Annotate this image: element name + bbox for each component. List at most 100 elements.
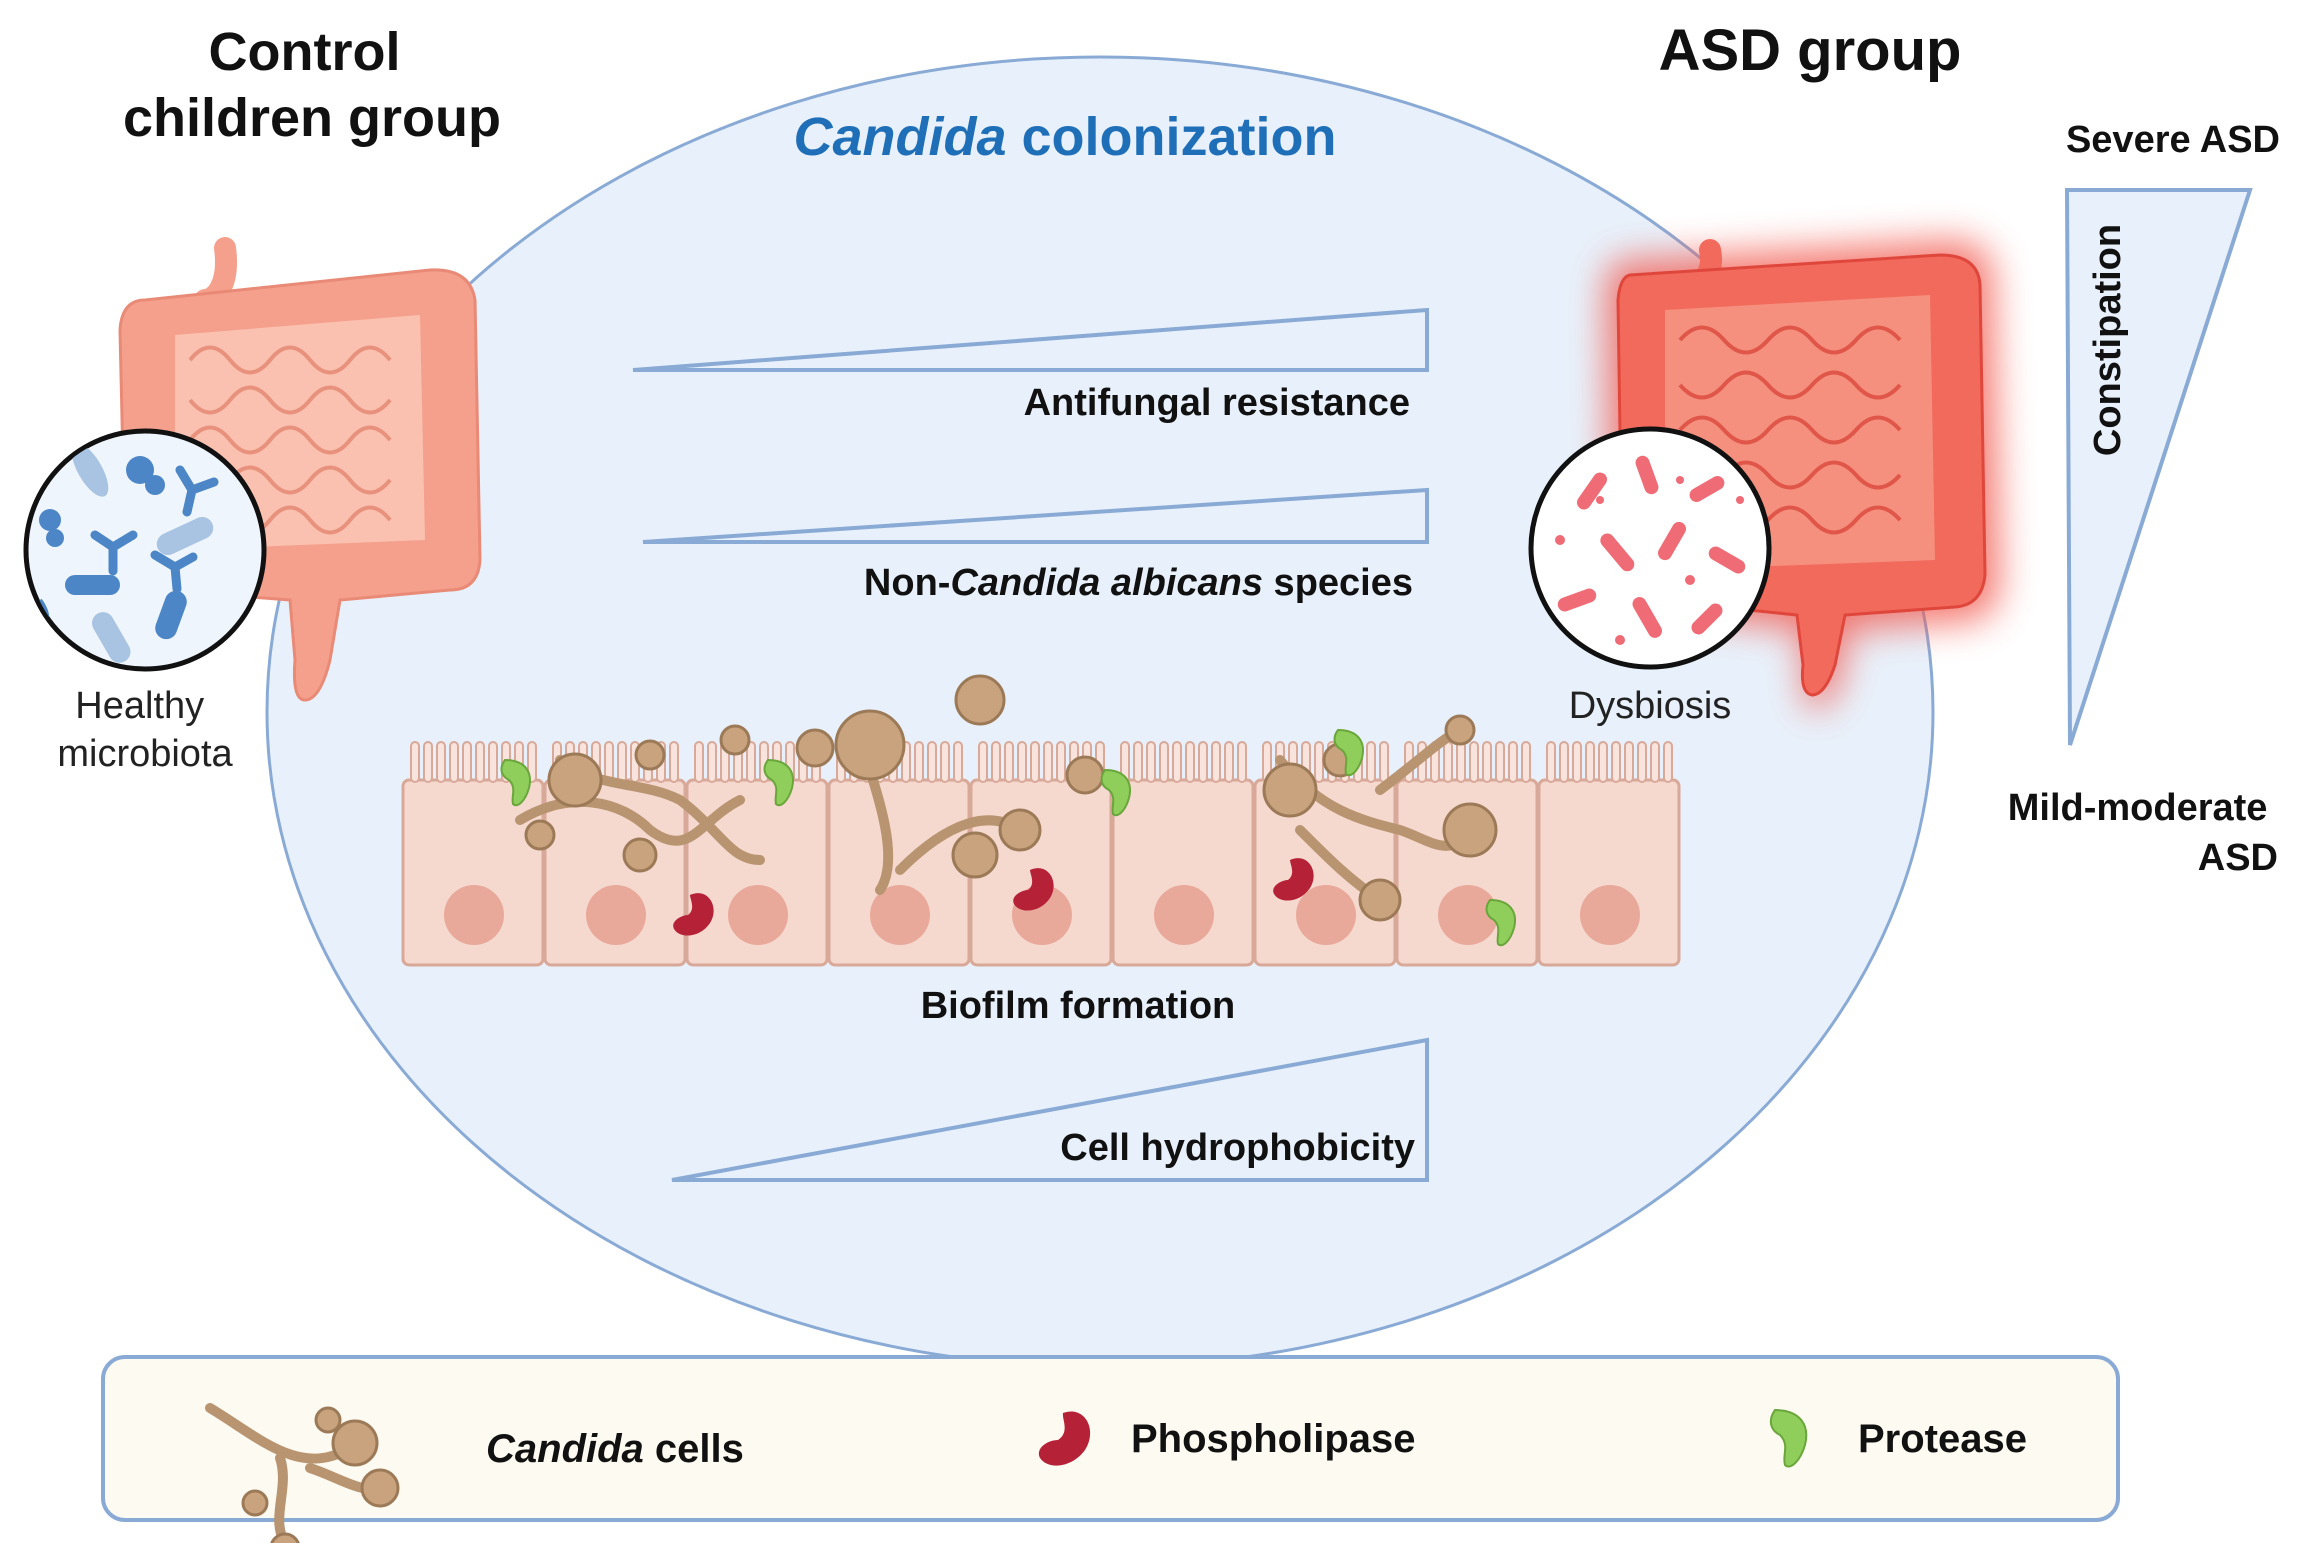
protease-enzyme (1333, 728, 1364, 777)
cell-nucleus (728, 885, 788, 945)
candida-cell (954, 674, 1006, 726)
microvillus (1366, 741, 1376, 783)
microvillus (1017, 741, 1027, 783)
candida-cell (719, 724, 751, 756)
phospholipase-legend-label: Phospholipase (1131, 1417, 1416, 1461)
severe-asd-label: Severe ASD (2066, 119, 2280, 161)
microvillus (1237, 741, 1247, 783)
biofilm-label: Biofilm formation (921, 985, 1236, 1027)
microvillus (1198, 741, 1208, 783)
control-title-line2: children group (123, 88, 501, 148)
microvillus (1043, 741, 1053, 783)
epithelium-illustration (401, 674, 1681, 967)
microvillus (707, 741, 717, 783)
microvillus (1611, 741, 1621, 783)
microvillus (1546, 741, 1556, 783)
candida-cell (1065, 755, 1105, 795)
microvillus (991, 741, 1001, 783)
microvillus (1598, 741, 1608, 783)
candida-cells-legend-label: Candida cells (486, 1427, 744, 1471)
microvillus (462, 741, 472, 783)
candida-cells-rest: cells (644, 1427, 744, 1471)
antifungal-label: Antifungal resistance (1024, 382, 1410, 424)
center-title: Candida colonization (793, 107, 1336, 167)
candida-cells-legend-icon (205, 1403, 400, 1543)
microvillus (1521, 741, 1531, 783)
mild-moderate-label: Mild-moderate ASD (2008, 787, 2278, 879)
protease-enzyme (763, 758, 794, 807)
cell-nucleus (870, 885, 930, 945)
candida-cell (622, 837, 658, 873)
protease-enzyme (500, 758, 531, 807)
healthy-microbiota-line1: Healthy (75, 685, 204, 727)
microvillus (436, 741, 446, 783)
microvillus (423, 741, 433, 783)
microvillus (1443, 741, 1453, 783)
microvillus (617, 741, 627, 783)
candida-cell (951, 831, 999, 879)
microvillus (1211, 741, 1221, 783)
healthy-microbiota-label: Healthy microbiota (57, 685, 233, 775)
phospholipase-legend-icon (1038, 1411, 1091, 1466)
cell-nucleus (1154, 885, 1214, 945)
candida-cell (634, 739, 666, 771)
constipation-label: Constipation (2087, 224, 2129, 456)
candida-cell (834, 709, 906, 781)
microvillus (1185, 741, 1195, 783)
non-albicans-suffix: species (1263, 562, 1413, 604)
microvillus (1224, 741, 1234, 783)
antifungal-wedge (632, 307, 1429, 372)
microvillus (1585, 741, 1595, 783)
microvillus (940, 741, 950, 783)
microvillus (1056, 741, 1066, 783)
control-title: Control children group (123, 22, 501, 148)
microvillus (1663, 741, 1673, 783)
phospholipase-enzyme (1273, 858, 1314, 901)
candida-cell (1444, 714, 1476, 746)
epithelial-cell (1537, 778, 1681, 967)
dysbiosis-label: Dysbiosis (1569, 685, 1732, 727)
microvillus (1004, 741, 1014, 783)
protease-enzyme (1100, 768, 1131, 817)
cell-nucleus (1438, 885, 1498, 945)
mild-moderate-line1: Mild-moderate (2008, 787, 2268, 829)
protease-enzyme (1485, 898, 1516, 947)
center-title-rest: colonization (1007, 107, 1337, 167)
microvillus (1650, 741, 1660, 783)
candida-cells-italic: Candida (486, 1427, 644, 1471)
microvillus (1495, 741, 1505, 783)
cell-nucleus (444, 885, 504, 945)
microvillus (1469, 741, 1479, 783)
microvillus (410, 741, 420, 783)
microvillus (1159, 741, 1169, 783)
non-albicans-label: Non-Candida albicans species (864, 562, 1413, 604)
cell-nucleus (586, 885, 646, 945)
epithelial-cell (401, 778, 545, 967)
severity-triangle (2064, 188, 2253, 746)
asd-title: ASD group (1659, 18, 1962, 83)
microvillus (449, 741, 459, 783)
phospholipase-enzyme (673, 893, 714, 936)
microvillus (1637, 741, 1647, 783)
microvillus (1030, 741, 1040, 783)
cell-nucleus (1296, 885, 1356, 945)
candida-cell (795, 728, 835, 768)
cell-nucleus (1580, 885, 1640, 945)
mild-moderate-line2: ASD (2198, 837, 2278, 879)
legend-box (101, 1355, 2120, 1522)
microvillus (953, 741, 963, 783)
healthy-microbiota-icon (23, 428, 267, 672)
microvillus (1482, 741, 1492, 783)
microvillus (914, 741, 924, 783)
microvillus (1172, 741, 1182, 783)
microvillus (1624, 741, 1634, 783)
candida-cell (524, 819, 556, 851)
center-title-italic: Candida (793, 107, 1006, 167)
microvillus (1508, 741, 1518, 783)
candida-cell (998, 808, 1042, 852)
non-albicans-italic: Candida albicans (950, 562, 1263, 604)
epithelial-cell (685, 778, 829, 967)
epithelial-cell (1253, 778, 1397, 967)
microvillus (694, 741, 704, 783)
non-albicans-wedge (642, 487, 1429, 544)
